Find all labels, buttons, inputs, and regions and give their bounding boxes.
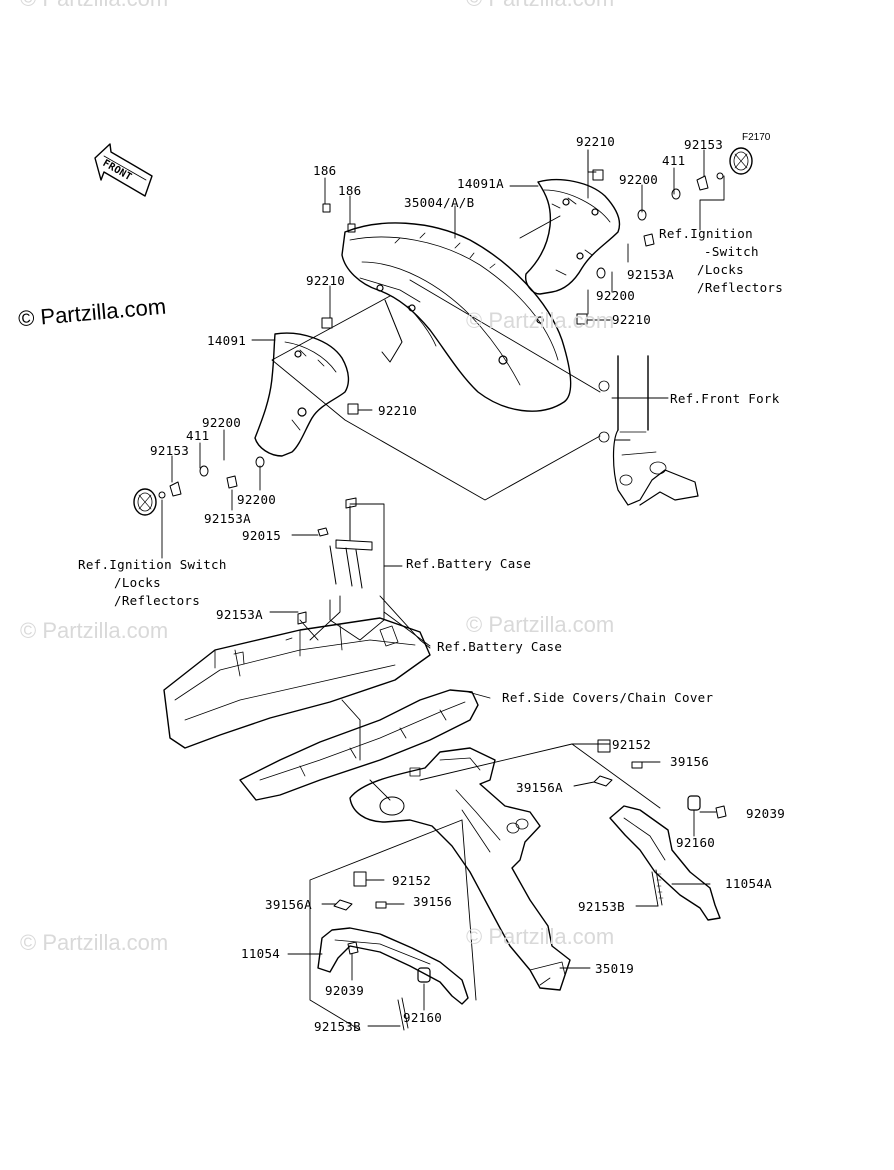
part-label: 92160	[676, 835, 716, 850]
rear-fender	[163, 617, 431, 749]
watermark: © Partzilla.com	[20, 618, 169, 643]
part-label: 39156A	[265, 897, 312, 912]
part-label: 92210	[612, 312, 652, 327]
part-label: 92153	[150, 443, 190, 458]
reference-label: /Locks	[114, 575, 161, 590]
part-label: 92152	[392, 873, 432, 888]
part-label: 14091	[207, 333, 247, 348]
reference-label: Ref.Front Fork	[670, 391, 780, 406]
fasteners	[158, 169, 724, 499]
watermark: © Partzilla.com	[466, 0, 614, 12]
part-label: 92200	[619, 172, 659, 187]
reference-label: /Locks	[697, 262, 744, 277]
reference-label: Ref.Battery Case	[437, 639, 563, 654]
part-label: 92153A	[204, 511, 251, 526]
part-label: 92200	[202, 415, 242, 430]
watermark: © Partzilla.com	[466, 924, 615, 949]
part-label: 35004/A/B	[404, 195, 475, 210]
license-bracket	[349, 747, 571, 991]
part-label: 92153B	[314, 1019, 361, 1034]
part-label: 92153A	[216, 607, 263, 622]
reflector-right-icon	[729, 147, 753, 175]
bracket-left	[317, 927, 469, 1031]
part-label: 92200	[596, 288, 636, 303]
part-label: 92153B	[578, 899, 625, 914]
part-label: 411	[186, 428, 210, 443]
part-label: 92200	[237, 492, 277, 507]
part-label: 11054	[241, 946, 281, 961]
leader-lines-top	[161, 149, 725, 559]
front-arrow-icon	[94, 143, 153, 197]
part-label: 92153A	[627, 267, 674, 282]
reference-label: Ref.Side Covers/Chain Cover	[502, 690, 714, 705]
part-label: 39156A	[516, 780, 563, 795]
part-label: 186	[313, 163, 337, 178]
part-label: 92210	[576, 134, 616, 149]
reference-label: /Reflectors	[114, 593, 201, 608]
part-label: 92210	[378, 403, 418, 418]
part-label: 39156	[670, 754, 710, 769]
part-label: 14091A	[457, 176, 504, 191]
watermark: © Partzilla.com	[20, 0, 168, 12]
cover-left	[254, 332, 350, 457]
leader-lines-bottom	[269, 503, 717, 1031]
part-label: 411	[662, 153, 686, 168]
part-label: 39156	[413, 894, 453, 909]
part-label: 92039	[325, 983, 365, 998]
front-fork	[598, 355, 699, 506]
part-label: 35019	[595, 961, 635, 976]
watermark: © Partzilla.com	[20, 930, 169, 955]
part-label: 11054A	[725, 876, 772, 891]
reference-label: Ref.Battery Case	[406, 556, 532, 571]
bracket-right	[609, 795, 727, 921]
reference-label: Ref.Ignition	[659, 226, 753, 241]
cover-right	[525, 179, 621, 295]
part-label: 92152	[612, 737, 652, 752]
part-label: 92160	[403, 1010, 443, 1025]
part-label: 92015	[242, 528, 282, 543]
figure-code: F2170	[742, 132, 771, 143]
watermark: © Partzilla.com	[466, 612, 615, 637]
part-label: 92153	[684, 137, 724, 152]
inner-guard	[239, 689, 479, 801]
reflector-left-icon	[133, 488, 157, 516]
reference-label: /Reflectors	[697, 280, 784, 295]
reference-label: -Switch	[704, 244, 759, 259]
reference-label: Ref.Ignition Switch	[78, 557, 227, 572]
part-label: 92039	[746, 806, 786, 821]
watermark: © Partzilla.com	[466, 308, 615, 333]
part-label: 92210	[306, 273, 346, 288]
part-label: 186	[338, 183, 362, 198]
